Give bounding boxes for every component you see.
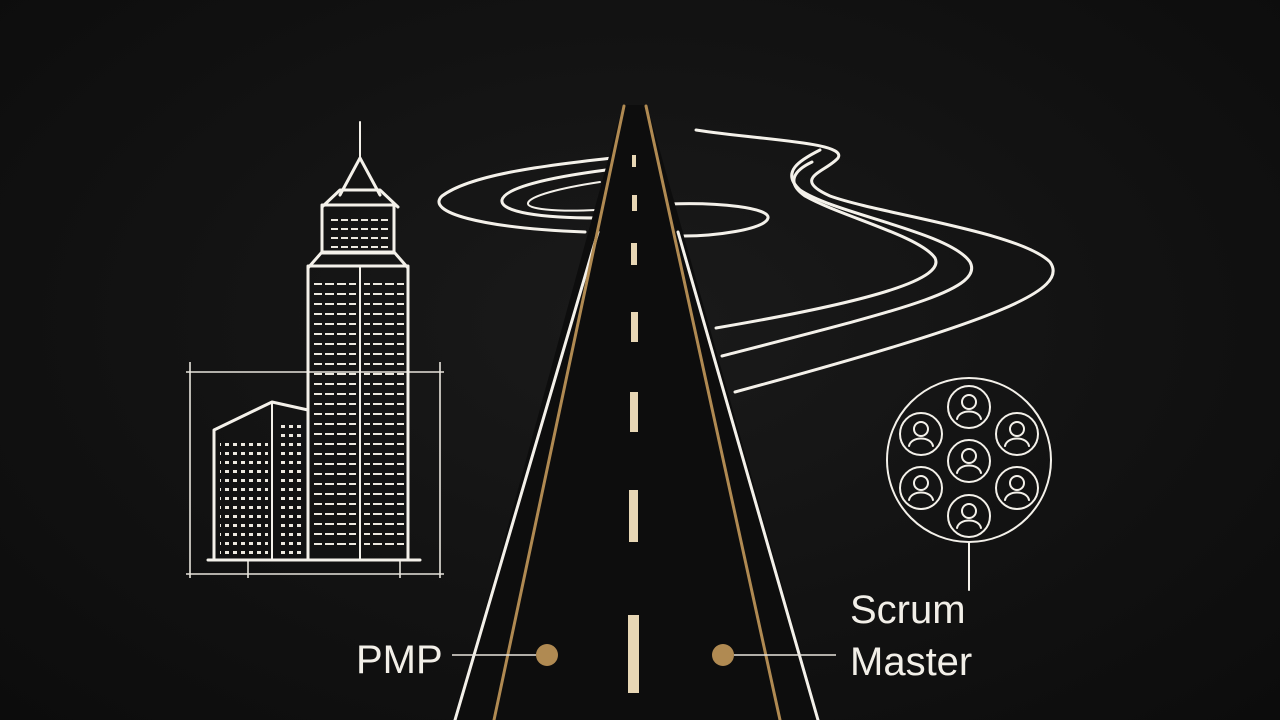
road-dash [628,615,639,693]
building-shoulder [306,250,410,270]
scrum-master-marker [712,644,734,666]
road-edge-left [453,230,600,720]
person-icon [947,494,991,538]
person-icon [899,412,943,456]
team-circle-icon [886,377,1052,591]
main-road [453,104,820,720]
person-icon [947,385,991,429]
pmp-marker [536,644,558,666]
person-icon [899,466,943,510]
building-crown [320,188,400,209]
tower-windows-right [364,276,404,552]
winding-road-right-top [666,202,770,238]
road-center-dashes [628,155,639,693]
road-dash [631,312,638,342]
low-rise-windows-front [220,438,268,554]
tower-windows-left [314,276,356,552]
road-dash [632,155,636,167]
scrum-label: Scrum [850,588,966,632]
road-edge-right [676,230,820,720]
winding-road-left-outer [437,156,614,234]
road-dash [630,392,638,432]
winding-road-left-inner [527,181,601,212]
winding-roads-left [437,156,614,234]
road-dash [631,243,637,265]
scrum-master-connector [712,644,836,666]
team-members [899,385,1039,538]
road-lane-left [492,104,626,720]
winding-road-right-inner [714,160,938,330]
road-dash [629,490,638,542]
pmp-connector [452,644,558,666]
pmp-label: PMP [356,638,443,682]
winding-road-right-outer [694,128,1055,394]
low-rise-windows-side [278,420,304,554]
person-icon [995,466,1039,510]
winding-roads-right [666,128,1055,394]
skyscraper-icon [186,121,444,578]
upper-tier-windows [328,212,390,248]
person-icon [947,439,991,483]
winding-road-left-middle [500,168,608,220]
building-low-rise [212,400,310,562]
master-label: Master [850,640,973,684]
building-top [338,156,382,197]
winding-road-right-middle [720,148,974,358]
road-dash [632,195,637,211]
person-icon [995,412,1039,456]
road-lane-right [644,104,782,720]
